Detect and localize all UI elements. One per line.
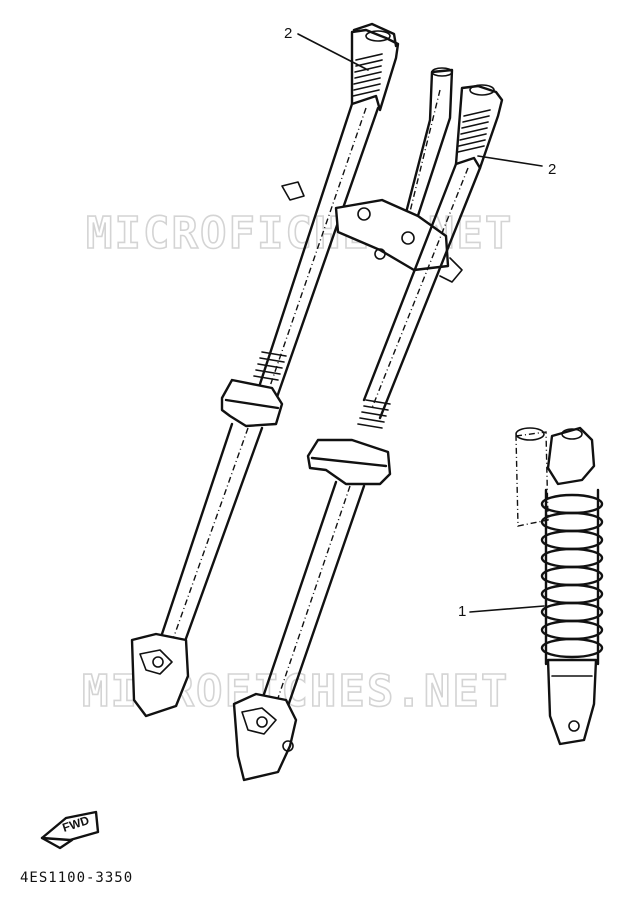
- rear-shock-assembly: [515, 426, 604, 746]
- left-fork-spring-upper: [352, 53, 383, 97]
- left-fork-assembly: [130, 22, 400, 718]
- callout-label: 2: [284, 25, 292, 42]
- watermark-top: MICROFICHES.NET: [86, 208, 513, 259]
- callout-label: 1: [458, 603, 466, 620]
- callout-2-left: 2: [284, 25, 369, 71]
- left-fork-spring-lower: [253, 351, 287, 381]
- diagram-code: 4ES1100-3350: [20, 870, 133, 886]
- callout-1-shock: 1: [458, 603, 545, 620]
- right-fork-spring-upper: [457, 109, 491, 153]
- callout-2-right: 2: [477, 155, 556, 178]
- right-fork-spring-lower: [357, 399, 391, 429]
- steering-stem: [281, 67, 463, 283]
- callout-label: 2: [548, 161, 556, 178]
- rear-shock-spring: [540, 493, 604, 659]
- right-fork-assembly: [232, 84, 504, 782]
- fwd-direction-badge: FWD: [40, 810, 100, 850]
